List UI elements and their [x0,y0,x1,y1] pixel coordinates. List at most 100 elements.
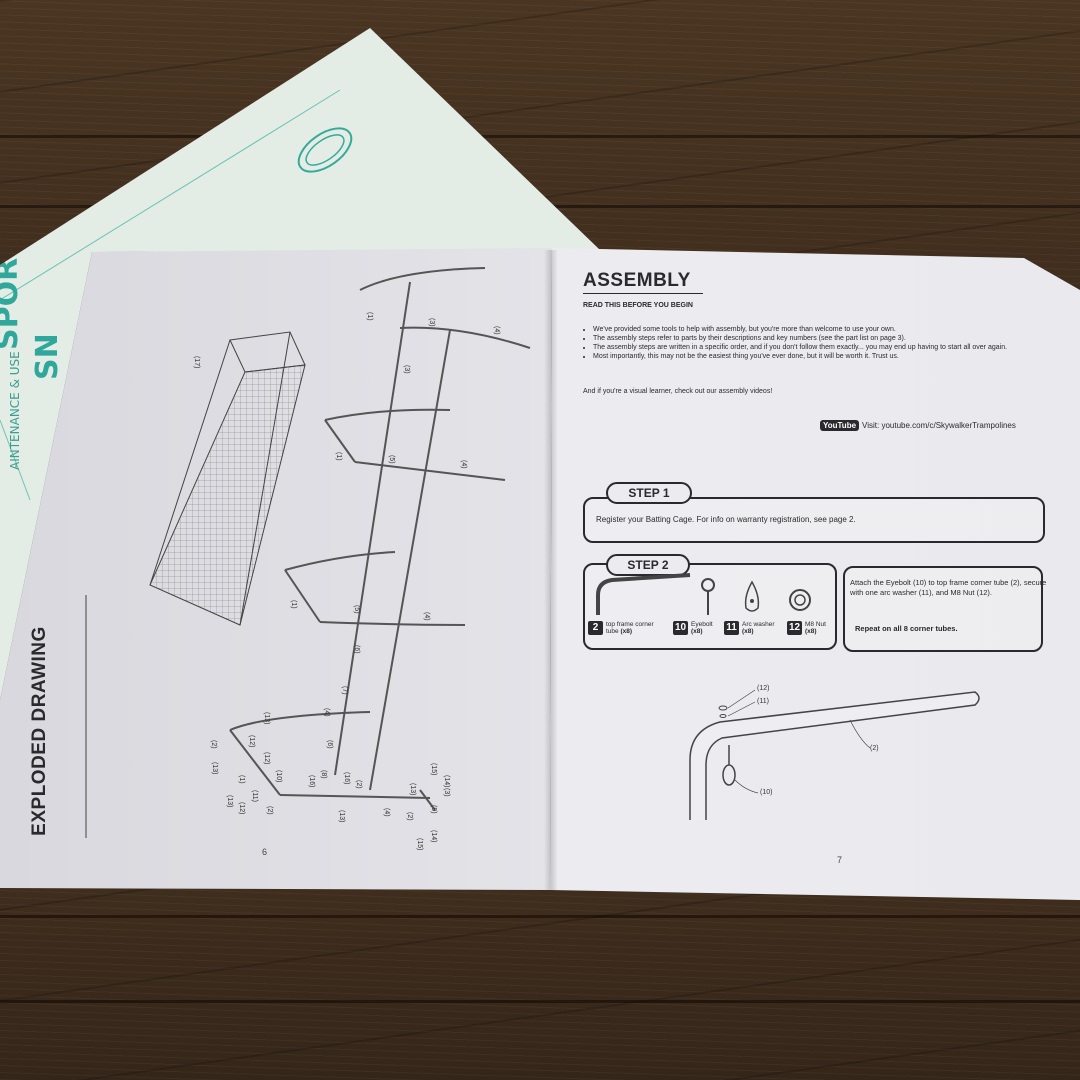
corner-tube-icon [596,573,691,615]
callout: (15) [416,838,423,850]
callout: (5) [388,455,395,464]
net-cage-illustration [149,331,306,626]
part-name: M8 Nut [805,621,826,628]
part-number: 12 [787,621,802,635]
wood-plank-seam [0,915,1080,918]
nut-drawing [718,705,728,711]
callout: (11) [251,790,258,802]
callout: (16) [343,772,350,784]
diagram-label-11: (11) [757,698,769,705]
title-rule [583,293,703,294]
callout: (7) [341,686,348,695]
frame-tubes [229,267,531,811]
step1-text: Register your Batting Cage. For info on … [596,515,856,524]
callout: (15) [430,763,437,775]
assembly-subtitle: READ THIS BEFORE YOU BEGIN [583,302,693,309]
step1-box [583,497,1045,543]
callout: (1) [366,312,373,321]
callout: (14) [443,775,450,787]
bullet-item: The assembly steps refer to parts by the… [593,334,1033,343]
assembly-bullets: We've provided some tools to help with a… [583,325,1033,361]
callout: (13) [263,712,270,724]
callout: (12) [248,735,255,747]
callout: (3) [428,318,435,327]
part-number: 11 [724,621,739,635]
step2-label: STEP 2 [606,554,690,576]
assembly-title: ASSEMBLY [583,270,691,291]
callout: (4) [423,612,430,621]
callout: (8) [320,770,327,779]
callout: (13) [338,810,345,822]
step2-instruction: Attach the Eyebolt (10) to top frame cor… [850,578,1047,597]
part-11: 11 Arc washer (x8) [724,621,784,635]
bullet-item: We've provided some tools to help with a… [593,325,1033,334]
callout: (14) [430,830,437,842]
callout: (4) [460,460,467,469]
part-10: 10 Eyebolt (x8) [673,621,719,635]
part-name: Arc washer [742,621,775,628]
part-number: 10 [673,621,688,635]
nut-icon [789,589,811,611]
visual-learner-text: And if you're a visual learner, check ou… [583,388,773,395]
part-qty: (x8) [691,628,703,635]
callout: (2) [210,740,217,749]
part-qty: (x8) [620,628,633,635]
wood-plank-seam [0,1000,1080,1003]
diagram-label-12: (12) [757,685,770,692]
callout: (1) [335,452,342,461]
callout: (3) [403,365,410,374]
corner-tube-drawing [689,691,980,820]
youtube-link: YouTube Visit: youtube.com/c/SkywalkerTr… [820,420,1016,431]
youtube-icon: YouTube [820,420,860,431]
callout: (16) [308,775,315,787]
part-qty: (x8) [805,628,817,635]
callout: (2) [355,780,362,789]
callout: (10) [275,770,282,782]
left-page-number: 6 [262,847,268,857]
diagram-label-2: (2) [870,745,879,752]
callout: (3) [443,788,450,797]
callout: (5) [353,605,360,614]
step1-label: STEP 1 [606,482,692,504]
callout: (4) [493,326,500,335]
washer-drawing [719,714,727,718]
part-qty: (x8) [742,628,754,635]
callout-17: (17) [193,356,200,368]
part-12: 12 M8 Nut (x8) [787,621,835,635]
youtube-url: Visit: youtube.com/c/SkywalkerTrampoline… [862,421,1016,430]
step2-repeat-note: Repeat on all 8 corner tubes. [855,624,958,633]
arc-washer-icon [744,580,760,612]
wood-plank-seam [0,135,1080,138]
callout: (6) [326,740,333,749]
eyebolt-drawing [722,764,736,786]
callout: (13) [211,762,218,774]
callout: (6) [353,645,360,654]
callout: (2) [266,806,273,815]
step2-instruction-box [843,566,1043,652]
callout: (12) [238,802,245,814]
diagram-label-10: (10) [760,789,773,796]
bullet-item: The assembly steps are written in a spec… [593,343,1033,352]
part-number: 2 [588,621,603,635]
callout: (12) [263,752,270,764]
part-name: Eyebolt [691,621,713,628]
part-name: top frame corner tube [606,621,654,635]
booklet-spine [544,250,558,890]
callout: (2) [406,812,413,821]
part-2: 2 top frame corner tube (x8) [588,621,666,635]
callout: (13) [226,795,233,807]
callout: (9) [430,805,437,814]
callout: (13) [409,783,416,795]
callout: (4) [323,708,330,717]
callout: (1) [238,775,245,784]
part-callouts: (17) (3) (1) (4) (1) (5) (4) (1) (5) (4)… [193,312,500,850]
callout: (4) [383,808,390,817]
right-page-number: 7 [837,855,843,865]
callout: (1) [290,600,297,609]
